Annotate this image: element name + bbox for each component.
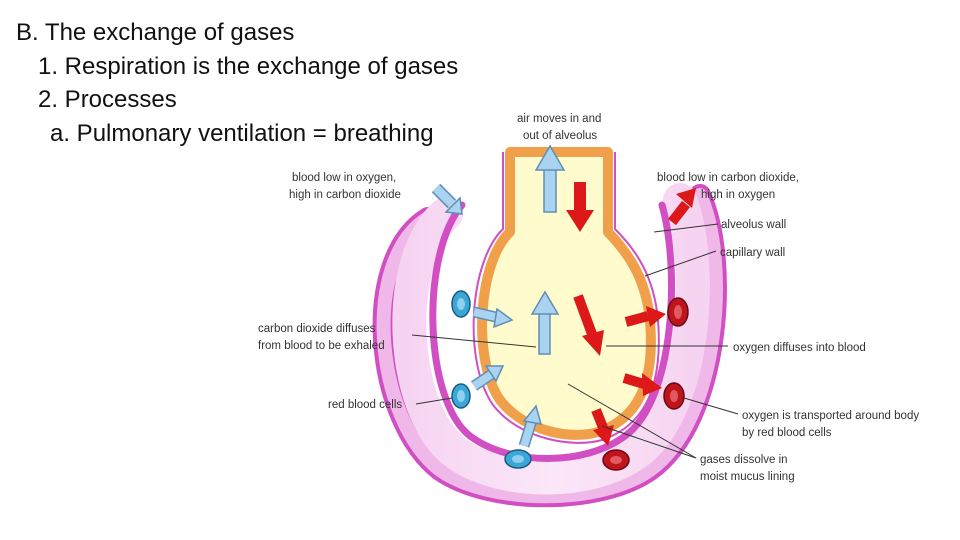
label-oxygen-diffuses: oxygen diffuses into blood bbox=[733, 342, 866, 354]
blood-in-arrow bbox=[431, 183, 463, 215]
o2-arrow-1 bbox=[624, 306, 666, 327]
label-gases-dissolve-1: gases dissolve in bbox=[700, 454, 788, 466]
red-blood-cell-red-2 bbox=[663, 382, 685, 410]
leader-co2-diffuses bbox=[411, 334, 537, 348]
red-blood-cell-blue-3 bbox=[504, 449, 532, 469]
leader-gases-dissolve-1 bbox=[567, 383, 697, 459]
slide-point-1: 1. Respiration is the exchange of gases bbox=[38, 53, 459, 80]
label-capillary-wall: capillary wall bbox=[720, 247, 785, 259]
leader-gases-dissolve-2 bbox=[601, 425, 697, 459]
leader-alveolus-wall bbox=[653, 223, 719, 233]
capillary-lumen bbox=[392, 183, 710, 495]
alveolus-wall-outline bbox=[472, 152, 660, 444]
o2-arrow-2 bbox=[622, 373, 662, 396]
co2-arrow-centre bbox=[530, 290, 560, 355]
red-blood-cell-red-3 bbox=[602, 449, 630, 471]
label-air-moves-1: air moves in and bbox=[517, 113, 601, 125]
inner-capillary-wall bbox=[429, 201, 675, 462]
leader-red-blood-cells bbox=[415, 397, 453, 405]
co2-arrow-3 bbox=[518, 404, 543, 448]
label-red-blood-cells: red blood cells bbox=[328, 399, 402, 411]
slide-point-2: 2. Processes bbox=[38, 86, 177, 113]
leader-lines bbox=[411, 223, 739, 459]
air-out-arrow bbox=[534, 144, 566, 213]
blood-out-arrow bbox=[668, 188, 696, 226]
label-co2-diffuses-2: from blood to be exhaled bbox=[258, 340, 385, 352]
label-blood-low-oxygen-2: high in carbon dioxide bbox=[289, 189, 401, 201]
red-blood-cell-blue-2 bbox=[451, 383, 471, 409]
red-blood-cell-red-1 bbox=[667, 297, 689, 327]
slide-heading: B. The exchange of gases bbox=[16, 19, 295, 46]
outer-capillary-wall-inner bbox=[376, 188, 723, 504]
red-blood-cell-blue-1 bbox=[451, 290, 471, 318]
co2-arrow-1 bbox=[472, 306, 514, 329]
label-oxygen-transported-2: by red blood cells bbox=[742, 427, 832, 439]
diagram-labels: air moves in and out of alveolus blood l… bbox=[258, 113, 919, 483]
alveolus-wall-shape bbox=[477, 147, 656, 440]
label-blood-low-co2-2: high in oxygen bbox=[701, 189, 775, 201]
label-air-moves-2: out of alveolus bbox=[523, 130, 597, 142]
label-gases-dissolve-2: moist mucus lining bbox=[700, 471, 795, 483]
slide-point-2a: a. Pulmonary ventilation = breathing bbox=[50, 120, 434, 147]
label-blood-low-oxygen-1: blood low in oxygen, bbox=[292, 172, 396, 184]
label-oxygen-transported-1: oxygen is transported around body bbox=[742, 410, 919, 422]
o2-arrow-centre bbox=[573, 294, 604, 356]
air-in-arrow bbox=[566, 182, 594, 232]
leader-capillary-wall bbox=[644, 250, 717, 277]
label-blood-low-co2-1: blood low in carbon dioxide, bbox=[657, 172, 799, 184]
label-alveolus-wall: alveolus wall bbox=[721, 219, 786, 231]
leader-oxygen-transported bbox=[683, 397, 739, 415]
label-co2-diffuses-1: carbon dioxide diffuses bbox=[258, 323, 376, 335]
co2-arrow-2 bbox=[470, 365, 505, 391]
